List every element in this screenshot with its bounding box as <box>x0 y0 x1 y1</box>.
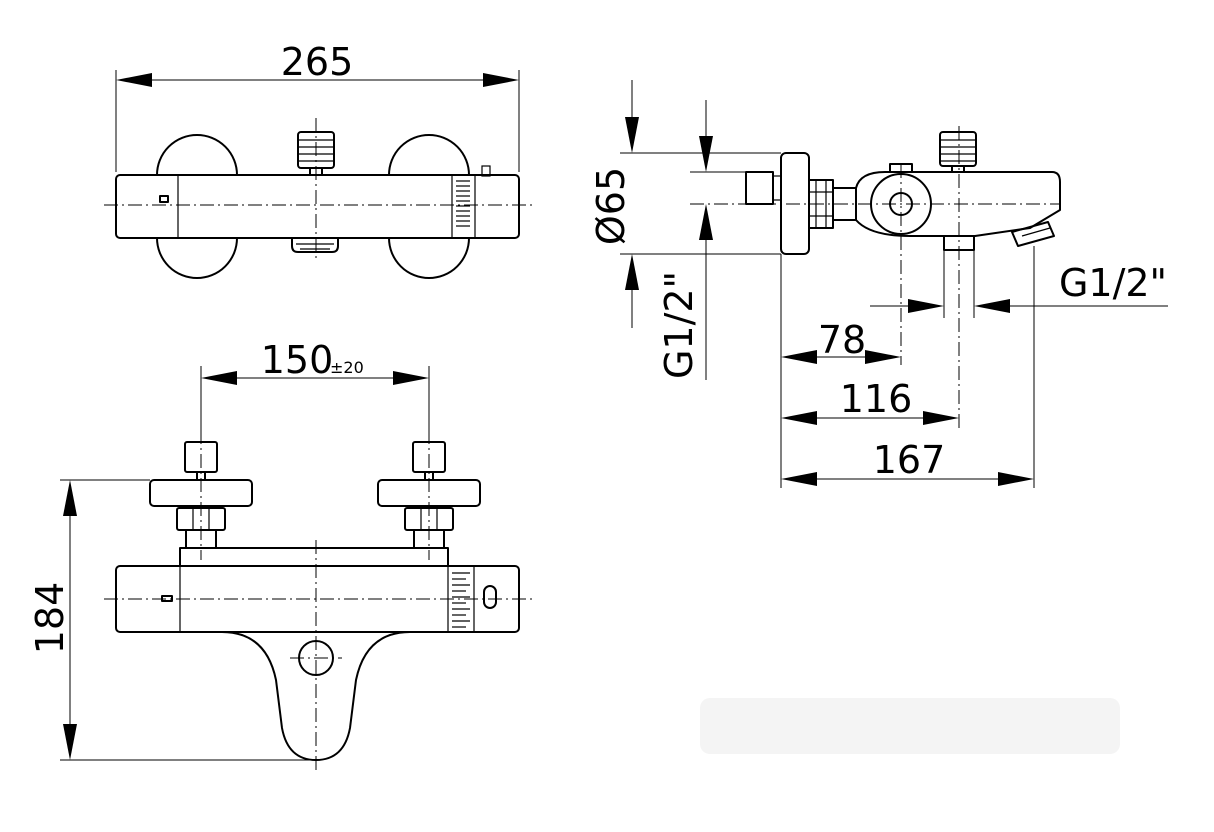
cold-marker <box>159 195 169 203</box>
safety-button <box>481 165 491 177</box>
temperature-scale <box>456 180 470 227</box>
dimension-diameter: Ø65 <box>589 167 633 245</box>
union-nut-side <box>808 179 834 229</box>
dimension-overall-width: 265 <box>281 40 354 84</box>
dimension-depth-78: 78 <box>818 318 866 362</box>
watermark <box>700 698 1120 754</box>
body-side <box>855 171 1061 237</box>
rosette-right-bottom <box>388 237 470 279</box>
rosette-right-top <box>388 134 470 176</box>
body-top-block <box>179 547 449 567</box>
dimension-depth-167: 167 <box>873 438 946 482</box>
dimension-inlet-thread: G1/2" <box>657 271 701 379</box>
side-view: Ø65 G1/2" G1/2" 78 116 167 <box>589 80 1168 488</box>
thermostat-scale <box>452 572 470 628</box>
dimension-outlet-thread: G1/2" <box>1059 261 1167 305</box>
inlet-pipe-side <box>745 171 774 205</box>
spout-outlet-top <box>291 237 339 253</box>
dimension-height: 184 <box>28 582 72 655</box>
rosette-left-top <box>156 134 238 176</box>
dimension-depth-116: 116 <box>840 377 913 421</box>
dimension-inlet-tolerance: ±20 <box>330 358 364 377</box>
dimension-inlet-spacing: 150 <box>261 338 334 382</box>
top-view: 265 <box>104 40 532 279</box>
rosette-left-bottom <box>156 237 238 279</box>
front-view: 150 ±20 184 <box>28 338 532 770</box>
indicator-slot <box>483 585 497 609</box>
spout-end-side <box>1011 221 1055 247</box>
spout-body <box>179 631 449 761</box>
